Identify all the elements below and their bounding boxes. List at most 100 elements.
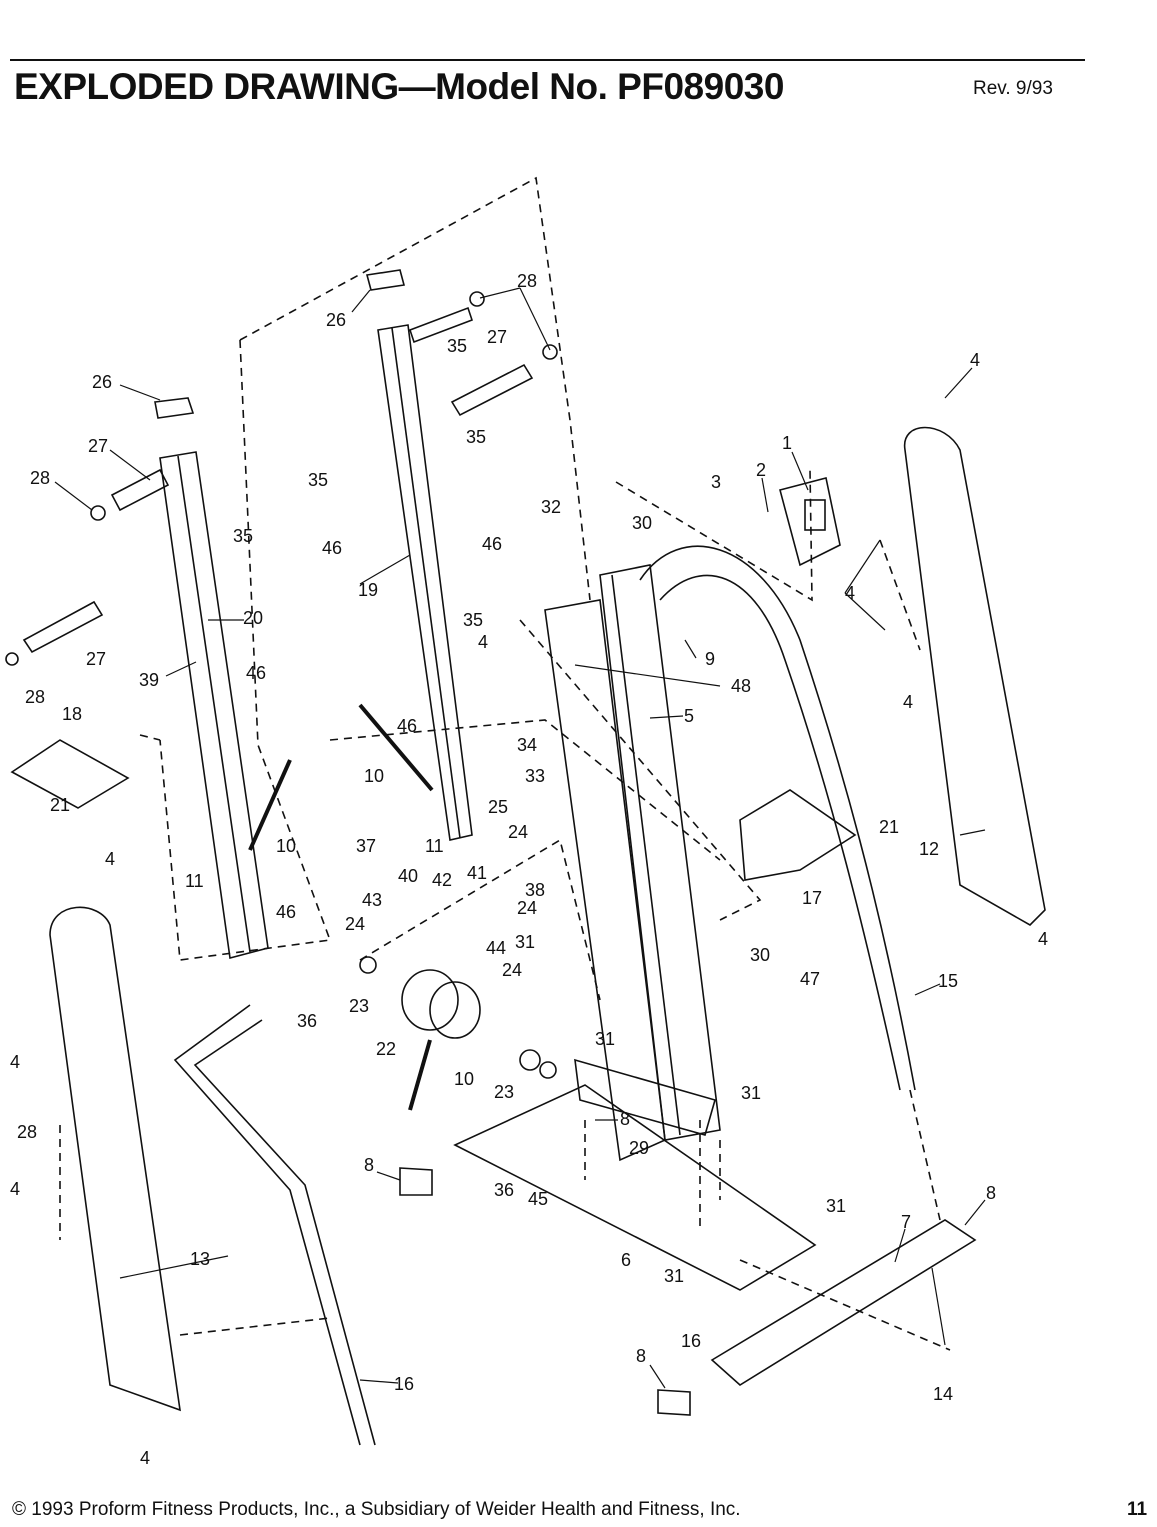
part-label: 17 bbox=[802, 888, 822, 908]
part-label: 35 bbox=[233, 526, 253, 546]
part-label: 46 bbox=[246, 663, 266, 683]
leader-lines bbox=[54, 287, 986, 1389]
part-label: 41 bbox=[467, 863, 487, 883]
part-label: 21 bbox=[50, 795, 70, 815]
part-label: 24 bbox=[502, 960, 522, 980]
part-label: 42 bbox=[432, 870, 452, 890]
right-shroud bbox=[904, 426, 1046, 926]
console bbox=[779, 477, 841, 567]
part-label: 28 bbox=[517, 271, 537, 291]
part-label: 21 bbox=[879, 817, 899, 837]
part-label: 4 bbox=[140, 1448, 150, 1468]
part-label: 28 bbox=[30, 468, 50, 488]
part-label: 35 bbox=[308, 470, 328, 490]
part-label: 29 bbox=[629, 1138, 649, 1158]
part-label: 18 bbox=[62, 704, 82, 724]
part-label: 31 bbox=[664, 1266, 684, 1286]
page-title: EXPLODED DRAWING—Model No. PF089030 bbox=[14, 66, 784, 107]
part-label: 36 bbox=[297, 1011, 317, 1031]
part-label: 39 bbox=[139, 670, 159, 690]
part-label: 38 bbox=[525, 880, 545, 900]
assembly-guide-lines bbox=[59, 176, 951, 1351]
part-label: 35 bbox=[463, 610, 483, 630]
part-label: 34 bbox=[517, 735, 537, 755]
part-label: 6 bbox=[621, 1250, 631, 1270]
part-label: 23 bbox=[494, 1082, 514, 1102]
part-label: 27 bbox=[487, 327, 507, 347]
part-label: 43 bbox=[362, 890, 382, 910]
part-label: 20 bbox=[243, 608, 263, 628]
part-label: 5 bbox=[684, 706, 694, 726]
part-label: 2 bbox=[756, 460, 766, 480]
header-rule bbox=[10, 59, 1085, 61]
part-label: 24 bbox=[508, 822, 528, 842]
part-label: 35 bbox=[466, 427, 486, 447]
resistance-straps bbox=[248, 703, 434, 1111]
part-label: 14 bbox=[933, 1384, 953, 1404]
left-upright-tube bbox=[154, 397, 269, 960]
part-label: 25 bbox=[488, 797, 508, 817]
part-label: 4 bbox=[903, 692, 913, 712]
part-label: 3 bbox=[711, 472, 721, 492]
part-label: 40 bbox=[398, 866, 418, 886]
revision-label: Rev. 9/93 bbox=[973, 78, 1053, 99]
part-label: 35 bbox=[447, 336, 467, 356]
part-label: 11 bbox=[185, 871, 204, 891]
part-label: 46 bbox=[397, 716, 417, 736]
part-label: 10 bbox=[276, 836, 296, 856]
part-label: 36 bbox=[494, 1180, 514, 1200]
part-label: 28 bbox=[25, 687, 45, 707]
part-label: 4 bbox=[10, 1179, 20, 1199]
left-pivot-tube bbox=[5, 468, 170, 666]
part-label: 26 bbox=[92, 372, 112, 392]
part-label: 28 bbox=[17, 1122, 37, 1142]
part-label: 8 bbox=[636, 1346, 646, 1366]
part-label: 46 bbox=[276, 902, 296, 922]
part-label: 10 bbox=[454, 1069, 474, 1089]
part-label: 24 bbox=[345, 914, 365, 934]
rear-leg bbox=[173, 1004, 376, 1446]
part-label: 4 bbox=[10, 1052, 20, 1072]
part-label: 27 bbox=[88, 436, 108, 456]
part-label: 30 bbox=[632, 513, 652, 533]
part-label: 44 bbox=[486, 938, 506, 958]
part-label: 8 bbox=[364, 1155, 374, 1175]
part-label: 33 bbox=[525, 766, 545, 786]
part-label: 1 bbox=[782, 433, 792, 453]
seat-plate-18 bbox=[10, 739, 130, 809]
part-label: 47 bbox=[800, 969, 820, 989]
part-label: 26 bbox=[326, 310, 346, 330]
part-label: 4 bbox=[970, 350, 980, 370]
part-label: 30 bbox=[750, 945, 770, 965]
part-label: 8 bbox=[986, 1183, 996, 1203]
part-label: 23 bbox=[349, 996, 369, 1016]
part-label: 15 bbox=[938, 971, 958, 991]
part-label: 48 bbox=[731, 676, 751, 696]
part-label: 22 bbox=[376, 1039, 396, 1059]
handlebar bbox=[639, 545, 916, 1091]
part-label: 31 bbox=[741, 1083, 761, 1103]
part-label: 32 bbox=[541, 497, 561, 517]
part-label: 8 bbox=[620, 1109, 630, 1129]
part-label: 10 bbox=[364, 766, 384, 786]
part-label: 4 bbox=[1038, 929, 1048, 949]
part-label: 31 bbox=[595, 1029, 615, 1049]
console-display bbox=[804, 499, 826, 531]
part-label: 19 bbox=[358, 580, 378, 600]
seat-plate-17 bbox=[739, 789, 857, 881]
center-upright-tube bbox=[365, 269, 558, 841]
left-shroud bbox=[49, 906, 181, 1412]
part-label: 9 bbox=[705, 649, 715, 669]
part-label: 46 bbox=[482, 534, 502, 554]
part-labels: 1 2 3 4 4 4 4 4 4 4 4 4 5 6 7 8 8 8 8 9 … bbox=[10, 271, 1048, 1468]
part-label: 31 bbox=[826, 1196, 846, 1216]
page-number: 11 bbox=[1127, 1499, 1148, 1520]
part-label: 27 bbox=[86, 649, 106, 669]
part-label: 16 bbox=[681, 1331, 701, 1351]
part-label: 16 bbox=[394, 1374, 414, 1394]
part-label: 4 bbox=[105, 849, 115, 869]
part-label: 4 bbox=[478, 632, 488, 652]
part-label: 12 bbox=[919, 839, 939, 859]
part-label: 13 bbox=[190, 1249, 210, 1269]
